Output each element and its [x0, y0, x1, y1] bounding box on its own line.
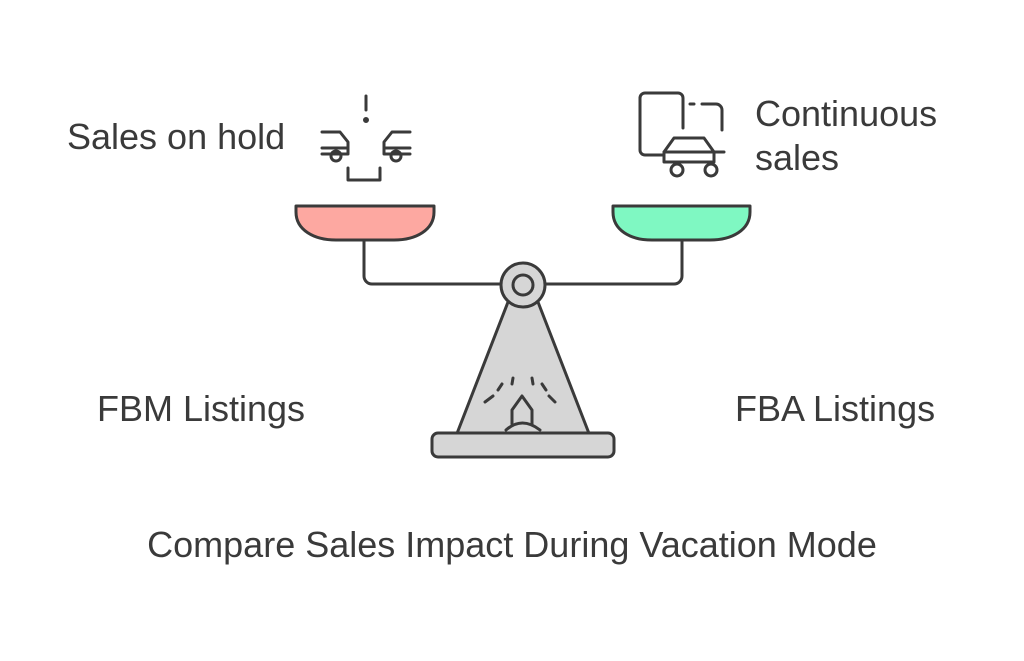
gauge-icon — [483, 376, 557, 432]
left-pan — [294, 204, 436, 242]
fba-listings-label: FBA Listings — [735, 388, 936, 429]
sales-on-hold-label: Sales on hold — [67, 116, 286, 157]
diagram-caption: Compare Sales Impact During Vacation Mod… — [147, 524, 877, 565]
device-and-car-icon — [638, 91, 726, 178]
continuous-sales-line1: Continuous — [755, 93, 938, 134]
continuous-sales-line2: sales — [755, 137, 840, 178]
right-pan — [611, 204, 752, 242]
scale-left-arm — [362, 236, 504, 286]
fbm-listings-label: FBM Listings — [97, 388, 306, 429]
continuous-sales-label: Continuous sales — [755, 92, 985, 180]
cars-facing-alert-icon — [320, 94, 412, 182]
scale-base — [430, 431, 616, 459]
scale-tower — [454, 300, 592, 438]
scale-right-arm — [542, 236, 684, 286]
